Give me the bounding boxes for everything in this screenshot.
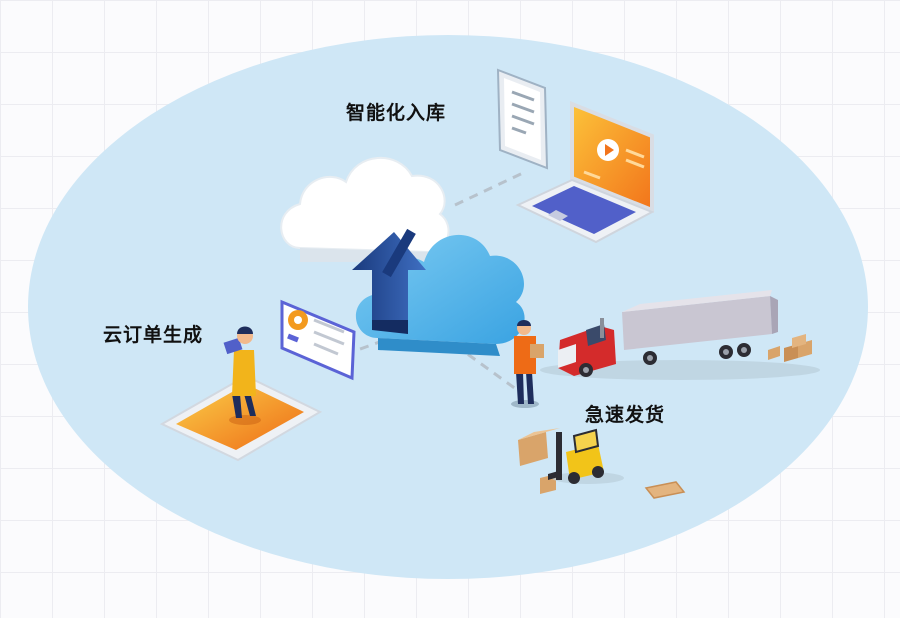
person-carrying-box-icon	[511, 320, 544, 408]
forklift-icon	[548, 428, 624, 484]
document-icon	[496, 68, 549, 170]
delivery-label: 急速发货	[585, 404, 666, 426]
cloud-upload-icon	[280, 156, 525, 356]
inbound-label: 智能化入库	[346, 102, 447, 124]
semi-truck-icon	[540, 290, 820, 380]
cardboard-box-icon	[518, 334, 812, 499]
chat-settings-icon	[280, 299, 356, 381]
laptop-video-icon	[515, 101, 655, 244]
order-label: 云订单生成	[103, 324, 204, 346]
person-tablet-icon	[223, 326, 261, 425]
